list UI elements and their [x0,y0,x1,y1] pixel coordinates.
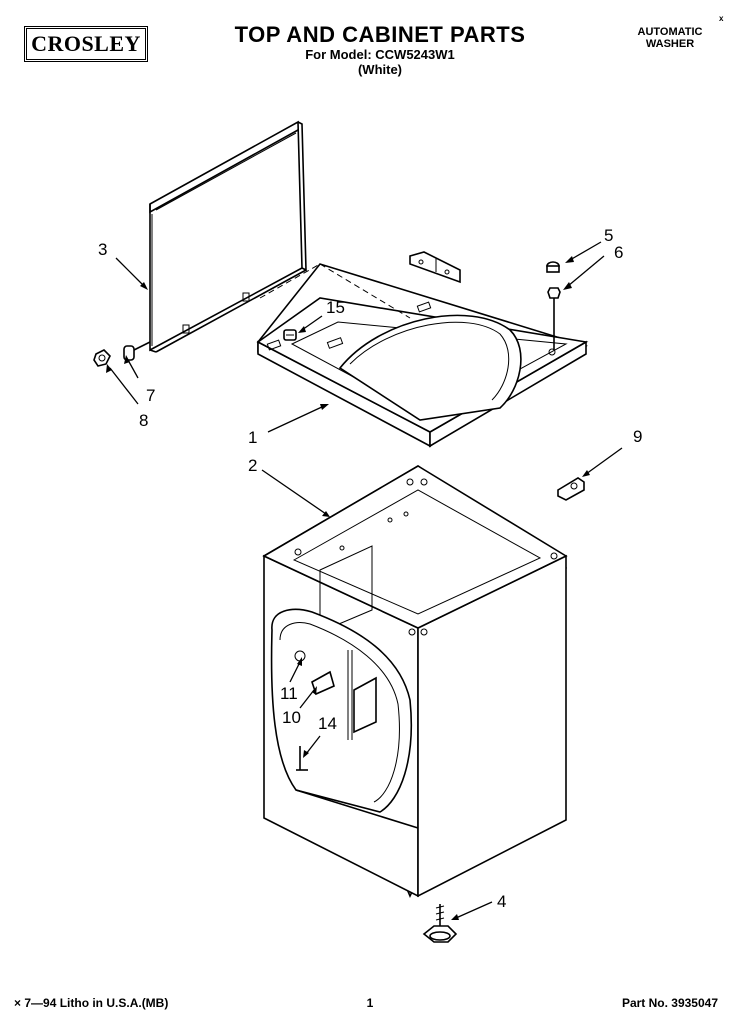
clip-15 [283,329,297,341]
leveling-leg-4 [422,904,458,943]
part-number: Part No. 3935047 [621,996,718,1010]
callout-14: 14 [318,714,337,733]
model-line: For Model: CCW5243W1 [305,47,455,62]
lid-panel [149,120,307,353]
screw-6 [547,287,561,350]
callout-4: 4 [497,892,507,911]
page-number: 1 [366,996,374,1010]
product-type-line1: AUTOMATIC [637,26,703,38]
top-frame [256,251,589,448]
corner-marker: x [719,14,724,23]
callout-8: 8 [139,411,149,430]
callout-3: 3 [98,240,108,259]
callout-7: 7 [146,386,156,405]
cabinet [262,465,568,898]
bracket-9 [557,477,585,501]
callout-15: 15 [326,298,345,317]
crosley-logo: CROSLEY [24,26,148,62]
page-title: TOP AND CABINET PARTS [234,22,526,47]
product-type-line2: WASHER [645,38,695,50]
color-line: (White) [357,62,403,77]
leader-lines [106,241,623,920]
callout-1: 1 [248,428,258,447]
cap-5 [546,261,560,273]
brand-text: CROSLEY [31,31,141,56]
screw-8 [93,349,111,367]
callout-10: 10 [282,708,301,727]
callout-2: 2 [248,456,258,475]
litho-note: × 7—94 Litho in U.S.A.(MB) [14,996,169,1010]
callout-5: 5 [604,226,614,245]
callout-11: 11 [280,684,298,703]
callout-6: 6 [614,243,624,262]
callout-9: 9 [633,427,643,446]
hinge-7 [123,341,151,361]
